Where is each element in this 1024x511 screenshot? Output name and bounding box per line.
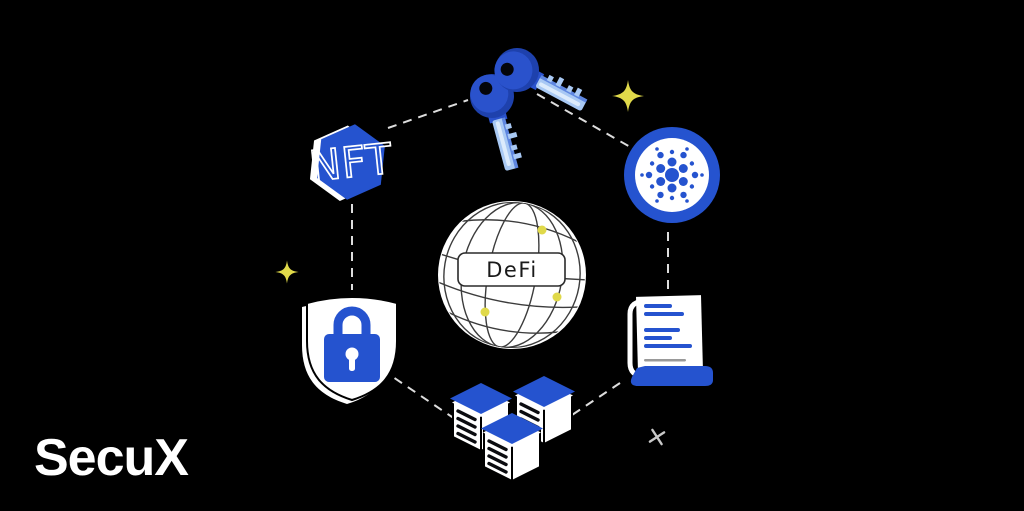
server-cube-front [481, 413, 543, 483]
document-footer-scroll [630, 366, 713, 386]
document-text-lines [644, 304, 692, 362]
server-cube-left [450, 383, 512, 453]
connector-nft-keys [387, 99, 469, 129]
connector-keys-cardano [536, 93, 633, 149]
cardano-dot-pattern [640, 147, 704, 203]
smart-contract-document-icon [627, 295, 713, 386]
x-sparkle-icon [648, 428, 666, 446]
key-lower [470, 74, 522, 171]
secux-logo: SecuX [34, 429, 189, 487]
globe-node-dot [537, 225, 547, 235]
defi-globe-icon: DeFi [438, 201, 586, 349]
server-nodes-icon [450, 376, 575, 483]
defi-label-box [457, 252, 566, 287]
sparkle-icon [275, 260, 299, 284]
globe-node-dot [480, 307, 490, 317]
nft-hexagon-icon: NFT [306, 124, 396, 202]
lock-keyhole [345, 347, 359, 361]
lock-shackle [333, 306, 371, 338]
dual-keys-icon [470, 48, 588, 171]
security-shield-lock-icon [302, 296, 398, 404]
sparkle-icon [612, 80, 644, 112]
connector-servers-shield [386, 372, 456, 420]
key-upper [494, 48, 588, 111]
defi-label: DeFi [486, 258, 537, 282]
cardano-coin-icon [624, 127, 720, 223]
nft-label: NFT [307, 134, 395, 191]
connector-lines [351, 93, 669, 420]
connector-document-servers [571, 382, 621, 416]
globe-node-dot [552, 292, 562, 302]
